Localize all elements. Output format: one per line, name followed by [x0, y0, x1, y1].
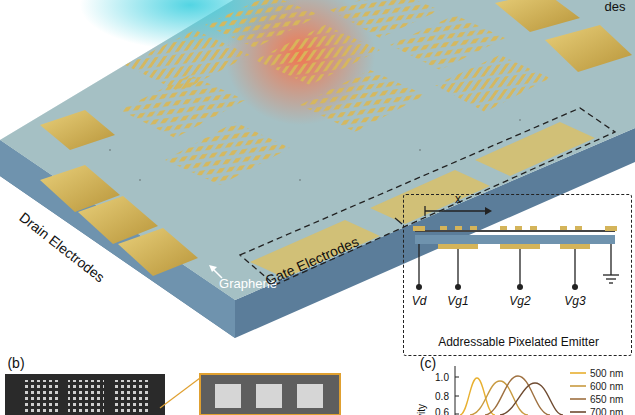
inset-title: Addressable Pixelated Emitter	[438, 335, 599, 349]
panel-label: (b)	[7, 356, 24, 371]
panel-label: (c)	[420, 356, 436, 371]
inset-box: Addressable Pixelated Emitter	[403, 194, 632, 356]
axis-label: x	[455, 193, 461, 206]
signal-name: Vg1	[447, 295, 468, 308]
axis-title: ivity	[416, 403, 427, 415]
legend-text: 500 nm	[590, 368, 623, 379]
tick-label: 0.8	[435, 391, 449, 402]
legend-line	[570, 396, 586, 402]
legend-text: 700 nm	[590, 407, 623, 415]
tick-label: 1.0	[435, 372, 449, 383]
signal-name: Vg2	[509, 295, 530, 308]
legend-line	[570, 383, 586, 389]
legend-text: 600 nm	[590, 381, 623, 392]
signal-name: Vg3	[564, 295, 585, 308]
tick-label: 0.6	[435, 407, 449, 415]
legend-line	[570, 409, 586, 415]
legend-text: 650 nm	[590, 394, 623, 405]
legend-line	[570, 370, 586, 376]
cropped-label: des	[605, 0, 626, 14]
signal-name: Vd	[412, 295, 427, 308]
